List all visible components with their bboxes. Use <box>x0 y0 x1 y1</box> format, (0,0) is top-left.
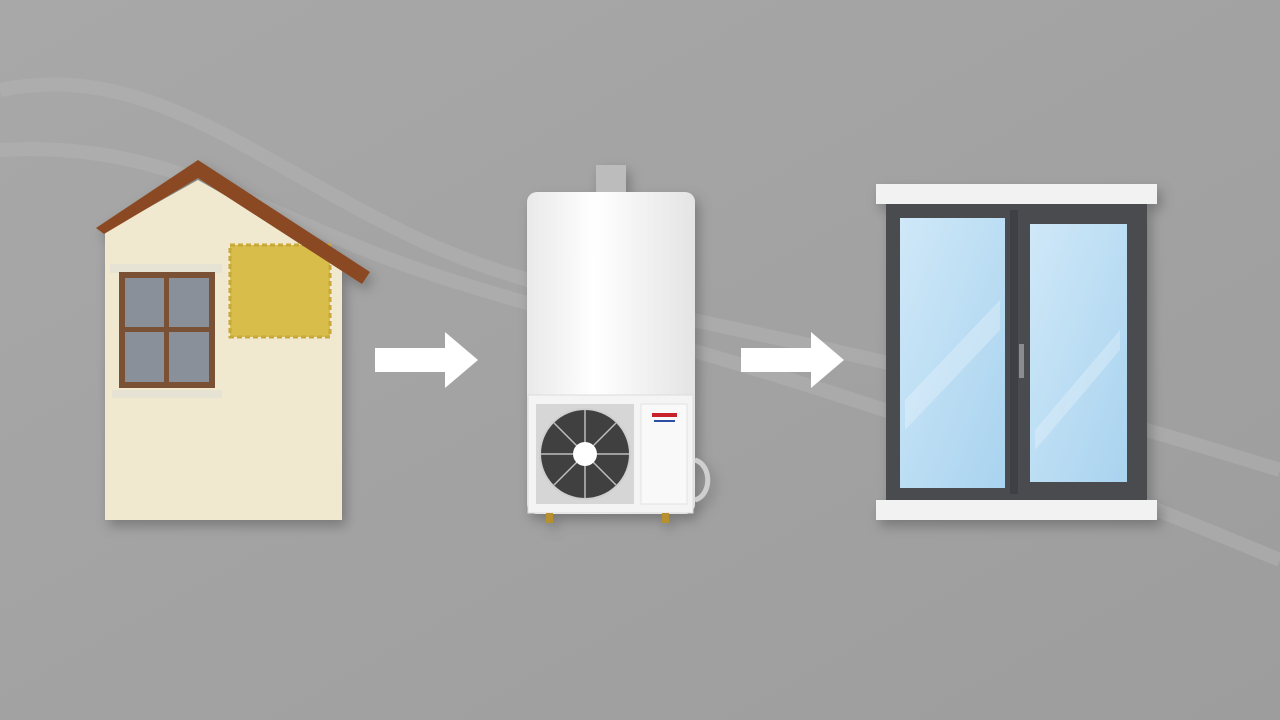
window-handle <box>1019 344 1024 378</box>
window-sill <box>112 390 222 398</box>
insulation-patch <box>228 243 332 339</box>
heat-pump-illustration <box>527 165 711 523</box>
flue-pipe <box>596 165 626 197</box>
valve-right <box>662 513 669 523</box>
window-head <box>876 184 1157 204</box>
control-panel <box>640 403 688 505</box>
roof <box>96 160 370 284</box>
side-pipe <box>693 457 711 503</box>
window-lintel <box>110 264 222 273</box>
house-window <box>119 272 215 388</box>
mullion <box>1010 210 1018 494</box>
window-sill <box>876 500 1157 520</box>
valve-left <box>546 513 553 523</box>
insulated-house-illustration <box>96 160 370 520</box>
double-glazed-window-illustration <box>876 184 1157 520</box>
arrow-right-icon <box>741 332 844 388</box>
brand-logo <box>652 413 677 417</box>
arrow-right-icon <box>375 332 478 388</box>
